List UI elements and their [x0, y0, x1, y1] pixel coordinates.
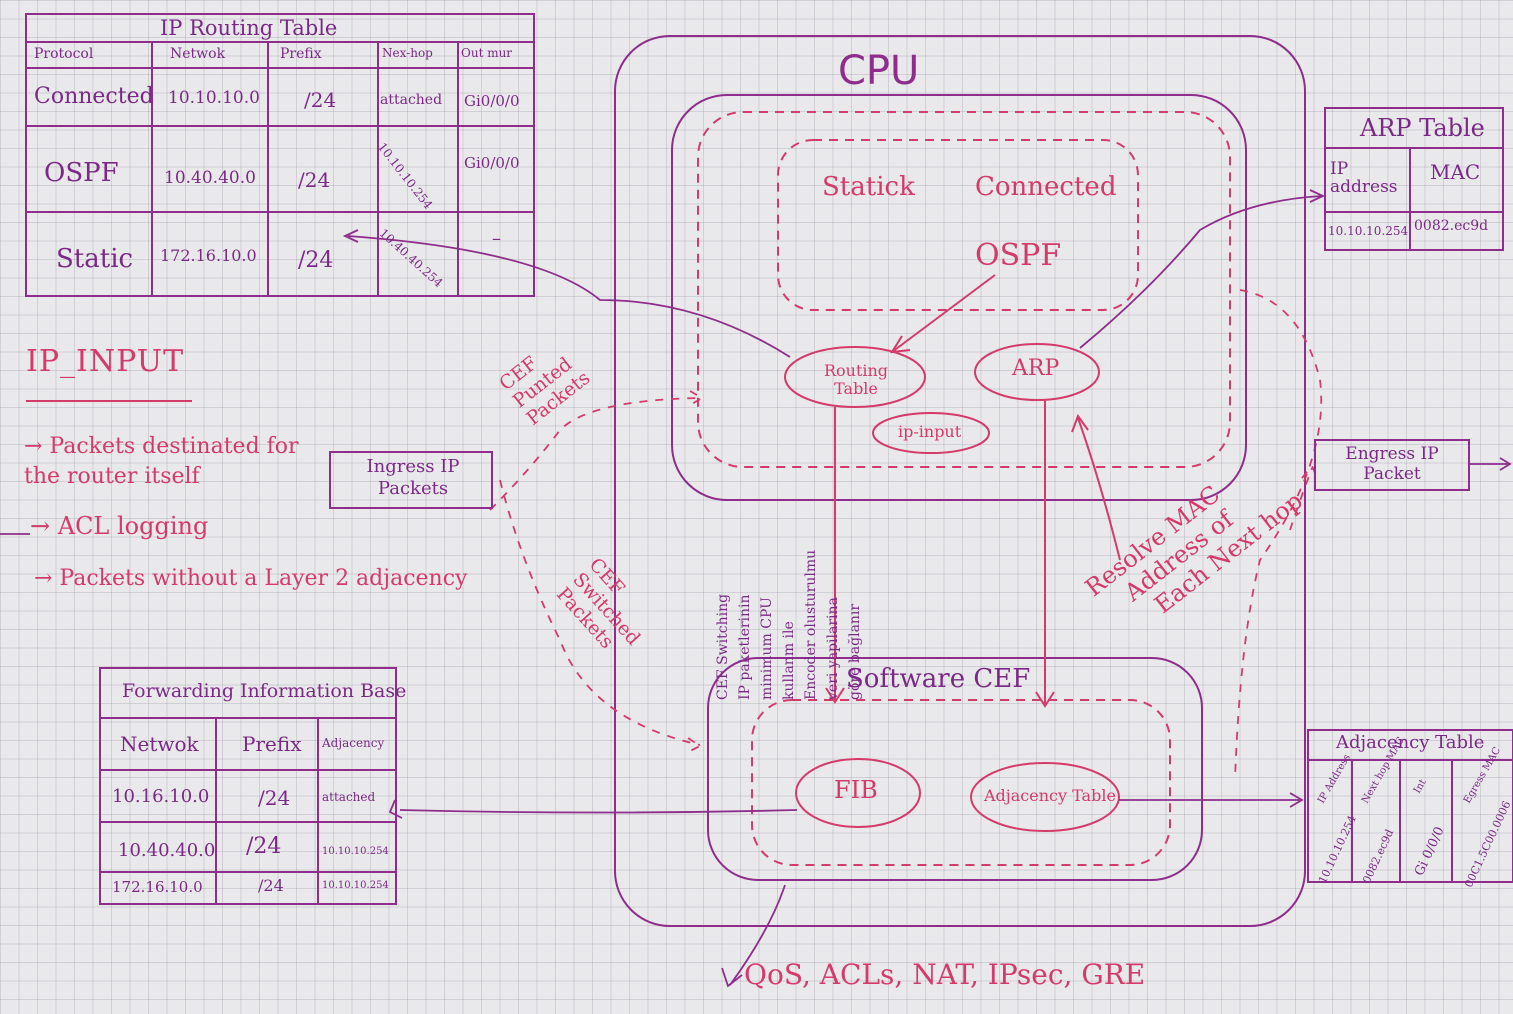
arp-row-ip: 10.10.10.254 [1328, 224, 1409, 238]
fib-row2-adjacency: 10.10.10.254 [322, 846, 389, 857]
ip-input-item-2: → ACL logging [30, 512, 209, 540]
rt-row2-protocol: OSPF [44, 158, 119, 188]
fib-row3-network: 172.16.10.0 [112, 878, 203, 896]
routing-table-grid [25, 13, 535, 297]
rt-row1-outif: Gi0/0/0 [464, 92, 520, 110]
services-label: QoS, ACLs, NAT, IPsec, GRE [744, 958, 1146, 991]
rt-header-prefix: Prefix [280, 46, 322, 62]
ip-input-node: ip-input [898, 422, 962, 441]
rt-header-outif: Out mur [461, 46, 513, 60]
cef-switching-note: CEF Switching IP paketlerinin minimum CP… [712, 480, 866, 700]
routing-table-title: IP Routing Table [160, 16, 338, 40]
fib-header-network: Netwok [120, 732, 199, 756]
adjacency-node: Adjacency Table [984, 786, 1116, 805]
fib-node: FIB [834, 776, 878, 804]
note-line: Encoder olusturulmu [803, 549, 819, 700]
note-line: kullanm ile [781, 621, 797, 700]
ip-input-underline [26, 400, 192, 402]
ip-input-item-1: → Packets destinated for the router itse… [24, 434, 299, 489]
fib-table-title: Forwarding Information Base [122, 680, 407, 702]
rt-row3-outif: – [492, 228, 501, 249]
fib-row3-prefix: /24 [258, 876, 284, 895]
rt-row1-network: 10.10.10.0 [168, 88, 260, 108]
rt-row1-prefix: /24 [304, 88, 337, 112]
ip-input-item-3: → Packets without a Layer 2 adjacency [34, 566, 468, 591]
routing-table-node: Routing Table [823, 361, 889, 398]
egress-box [1314, 439, 1470, 491]
rt-row3-prefix: /24 [298, 248, 334, 273]
source-static: Statick [822, 172, 915, 202]
source-connected: Connected [975, 172, 1117, 202]
control-plane-box [671, 94, 1247, 501]
fib-row1-adjacency: attached [322, 790, 376, 804]
rt-row2-prefix: /24 [298, 168, 331, 192]
fib-header-adjacency: Adjacency [322, 736, 385, 750]
fib-row1-network: 10.16.10.0 [112, 786, 210, 807]
rt-header-nexthop: Nex-hop [382, 46, 433, 60]
arp-node: ARP [1012, 356, 1060, 381]
arp-header-ip: IP address [1330, 159, 1398, 197]
egress-label: Engress IP Packet [1345, 444, 1439, 484]
rt-row2-outif: Gi0/0/0 [464, 154, 520, 172]
adj-table-title: Adjacency Table [1336, 732, 1485, 753]
ip-input-title: IP_INPUT [26, 344, 185, 379]
arp-header-mac: MAC [1430, 160, 1481, 184]
cpu-title: CPU [838, 48, 920, 94]
rt-row1-protocol: Connected [34, 84, 154, 109]
note-line: veri yapilarina [825, 597, 841, 700]
arp-table-title: ARP Table [1360, 114, 1485, 142]
software-cef-box [707, 657, 1203, 881]
rt-row2-network: 10.40.40.0 [164, 168, 256, 188]
note-line: minimum CPU [759, 597, 775, 700]
arp-row-mac: 0082.ec9d [1414, 218, 1489, 234]
ingress-box [329, 451, 493, 509]
fib-row2-prefix: /24 [246, 834, 282, 859]
rt-header-network: Netwok [170, 46, 226, 62]
ingress-label: Ingress IP Packets [366, 456, 460, 499]
software-cef-title: Software CEF [846, 664, 1031, 694]
rt-row3-protocol: Static [56, 244, 134, 274]
fib-row1-prefix: /24 [258, 786, 291, 810]
rt-header-protocol: Protocol [34, 46, 94, 62]
fib-row3-adjacency: 10.10.10.254 [322, 880, 389, 891]
note-line: CEF Switching [715, 593, 731, 700]
rt-row1-nexthop: attached [380, 92, 443, 108]
source-ospf: OSPF [975, 238, 1062, 273]
rt-row3-network: 172.16.10.0 [160, 246, 257, 265]
note-line: IP paketlerinin [737, 594, 753, 700]
fib-header-prefix: Prefix [242, 732, 302, 756]
fib-row2-network: 10.40.40.0 [118, 840, 216, 861]
